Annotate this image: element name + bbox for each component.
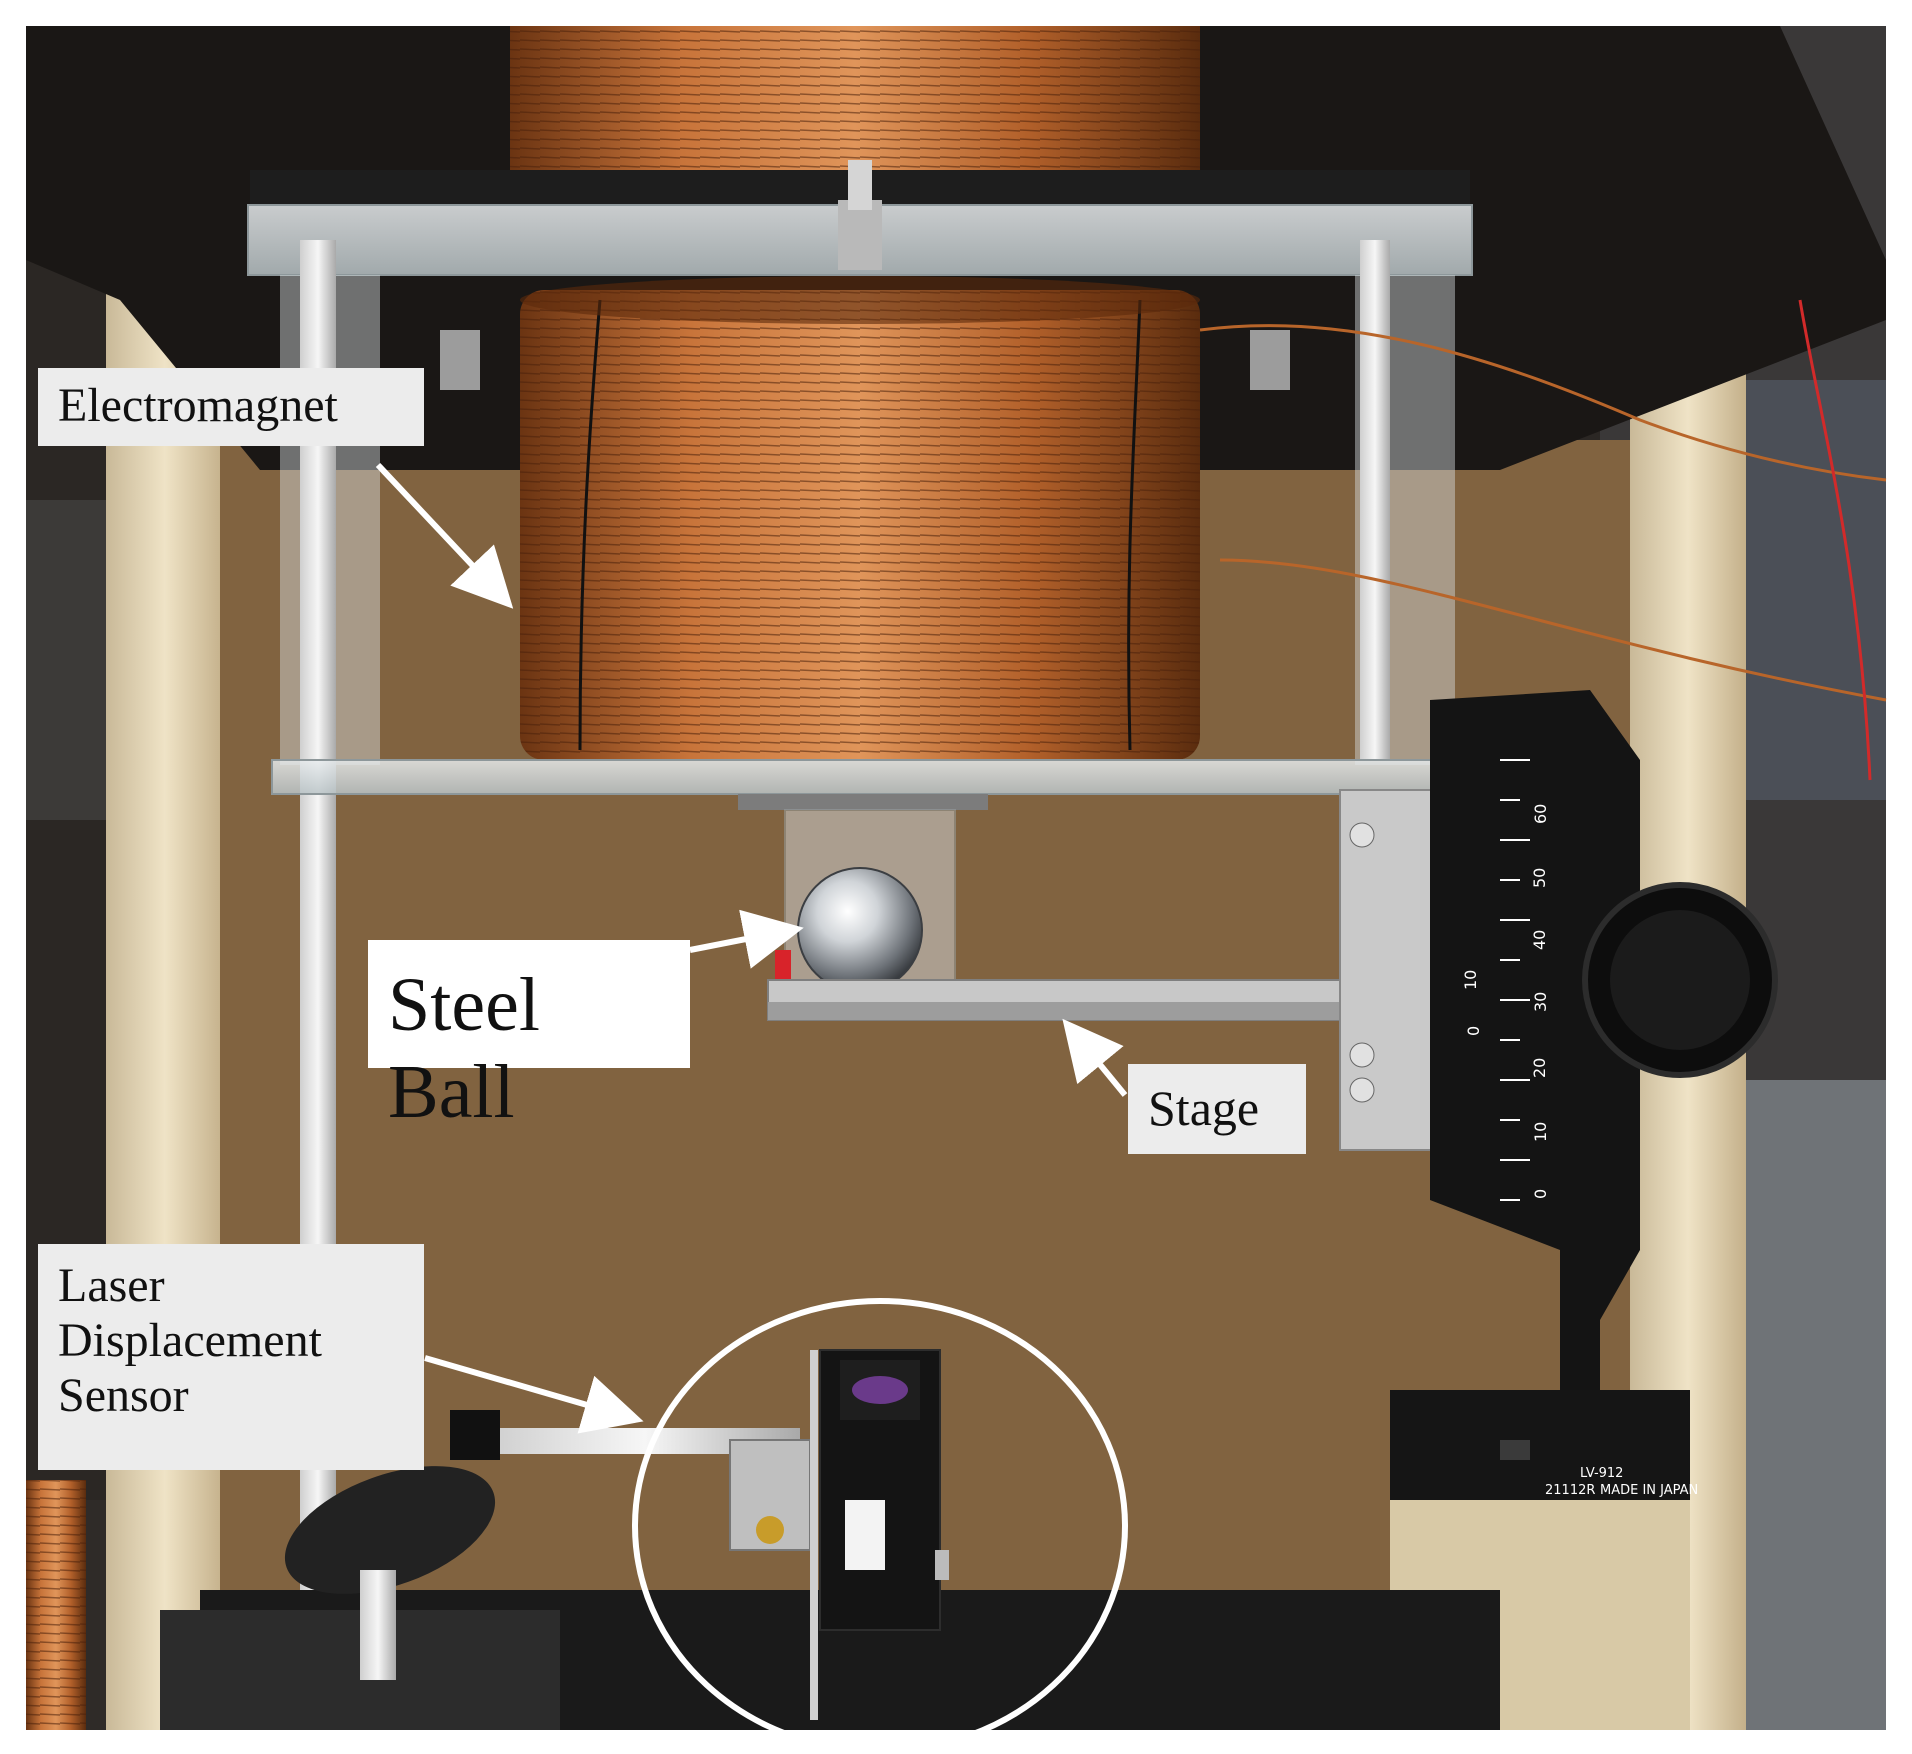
scale-left-2: 0	[1464, 1026, 1483, 1036]
label-electromagnet-text: Electromagnet	[58, 379, 338, 432]
label-steel-ball-text: Steel Ball	[388, 963, 540, 1135]
sensor-highlight-circle	[632, 1298, 1128, 1754]
label-laser-sensor-text: Laser Displacement Sensor	[58, 1259, 322, 1423]
steel-ball	[797, 867, 923, 993]
arrow-laser-sensor	[424, 1355, 644, 1434]
label-steel-ball: Steel Ball	[368, 940, 690, 1134]
label-stage-text: Stage	[1148, 1080, 1260, 1136]
label-laser-sensor: Laser Displacement Sensor	[38, 1244, 424, 1470]
scale-right-1: 60	[1531, 804, 1550, 824]
scale-left-4: 20	[1530, 1058, 1549, 1078]
electromagnet-coil	[520, 276, 1200, 760]
device-origin-text: MADE IN JAPAN	[1600, 1483, 1698, 1498]
device-model-text: LV-912	[1580, 1466, 1623, 1481]
laser-sensor-body	[810, 1349, 949, 1720]
label-stage: Stage	[1128, 1064, 1306, 1154]
device-code-text: 21112R	[1545, 1483, 1595, 1498]
scale-right-3: 40	[1530, 930, 1549, 950]
scale-left-5: 10	[1531, 1122, 1550, 1142]
scale-left-3: 30	[1531, 992, 1550, 1012]
left-post	[106, 240, 224, 1730]
arrow-stage	[1062, 1018, 1128, 1097]
scale-left-6: 0	[1531, 1189, 1550, 1199]
arrow-steel-ball	[689, 909, 804, 969]
scale-right-2: 50	[1530, 868, 1549, 888]
linear-stage	[1390, 690, 1778, 1502]
label-electromagnet: Electromagnet	[38, 368, 424, 446]
lower-acrylic-plate	[271, 759, 1461, 795]
arrow-electromagnet	[375, 462, 514, 609]
scale-left-1: 10	[1461, 970, 1480, 990]
